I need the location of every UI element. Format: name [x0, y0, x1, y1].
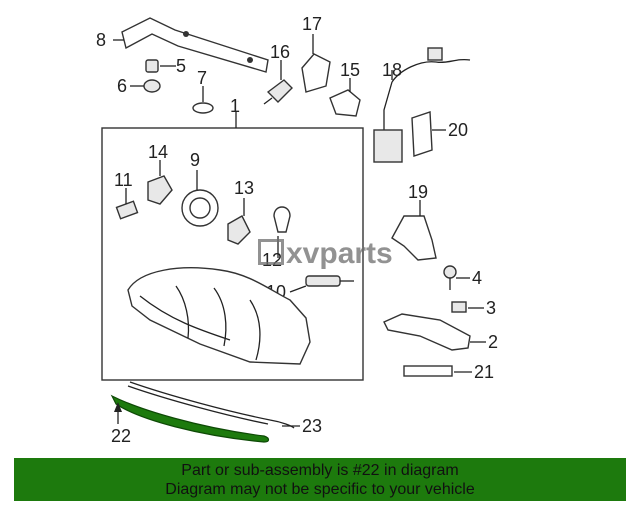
- callout-23: 23: [302, 416, 322, 436]
- logo-icon: [258, 239, 284, 265]
- callout-9: 9: [190, 150, 200, 170]
- watermark-logo: xvparts: [258, 237, 393, 271]
- callout-12: 12: [262, 250, 282, 270]
- headlamp-housing: [127, 267, 311, 365]
- part-5-clip: [145, 59, 159, 73]
- callout-8: 8: [96, 30, 106, 50]
- part-2-lower-bracket: [383, 313, 471, 351]
- headlamp-assembly-box: [101, 127, 364, 381]
- parts-diagram: 1 8 5 6 7 16 17 15: [96, 14, 498, 446]
- watermark-text: xvparts: [286, 237, 393, 270]
- callout-1: 1: [230, 96, 240, 116]
- banner-line-2: Diagram may not be specific to your vehi…: [165, 480, 475, 498]
- banner-line-1: Part or sub-assembly is #22 in diagram: [181, 461, 459, 479]
- part-20-bracket: [411, 111, 433, 157]
- part-23-trim-strip: [127, 381, 295, 429]
- part-17-socket: [301, 53, 331, 93]
- callout-19: 19: [408, 182, 428, 202]
- callout-16: 16: [270, 42, 290, 62]
- callout-11: 11: [114, 170, 133, 190]
- callout-22: 22: [111, 426, 131, 446]
- part-22-seal-highlighted: [110, 394, 270, 443]
- callout-21: 21: [474, 362, 494, 382]
- callout-13: 13: [234, 178, 254, 198]
- callout-17: 17: [302, 14, 322, 34]
- part-3-clip: [451, 301, 467, 313]
- callout-18: 18: [382, 60, 402, 80]
- part-12-bulb: [273, 206, 291, 233]
- part-21-label: [403, 365, 453, 377]
- part-16-bulb: [263, 79, 293, 105]
- part-10-bulb: [305, 275, 354, 287]
- part-14-socket: [147, 175, 173, 205]
- part-11-bulb: [115, 200, 139, 220]
- callout-6: 6: [117, 76, 127, 96]
- callout-4: 4: [472, 268, 482, 288]
- callout-14: 14: [148, 142, 168, 162]
- callout-3: 3: [486, 298, 496, 318]
- part-18-wiring-harness: [373, 47, 471, 163]
- callout-20: 20: [448, 120, 468, 140]
- part-15-bulb-holder: [329, 89, 361, 117]
- part-4-bolt: [443, 265, 457, 290]
- callout-15: 15: [340, 60, 360, 80]
- callout-7: 7: [197, 68, 207, 88]
- part-6-nut: [143, 79, 161, 93]
- part-19-mount: [391, 215, 437, 261]
- part-7-grommet: [192, 102, 214, 114]
- callout-5: 5: [176, 56, 186, 76]
- info-banner: Part or sub-assembly is #22 in diagram D…: [14, 458, 626, 501]
- callout-2: 2: [488, 332, 498, 352]
- part-13-socket: [227, 215, 251, 245]
- part-8-upper-bracket: [121, 17, 269, 73]
- part-9-lamp-cap: [181, 189, 219, 227]
